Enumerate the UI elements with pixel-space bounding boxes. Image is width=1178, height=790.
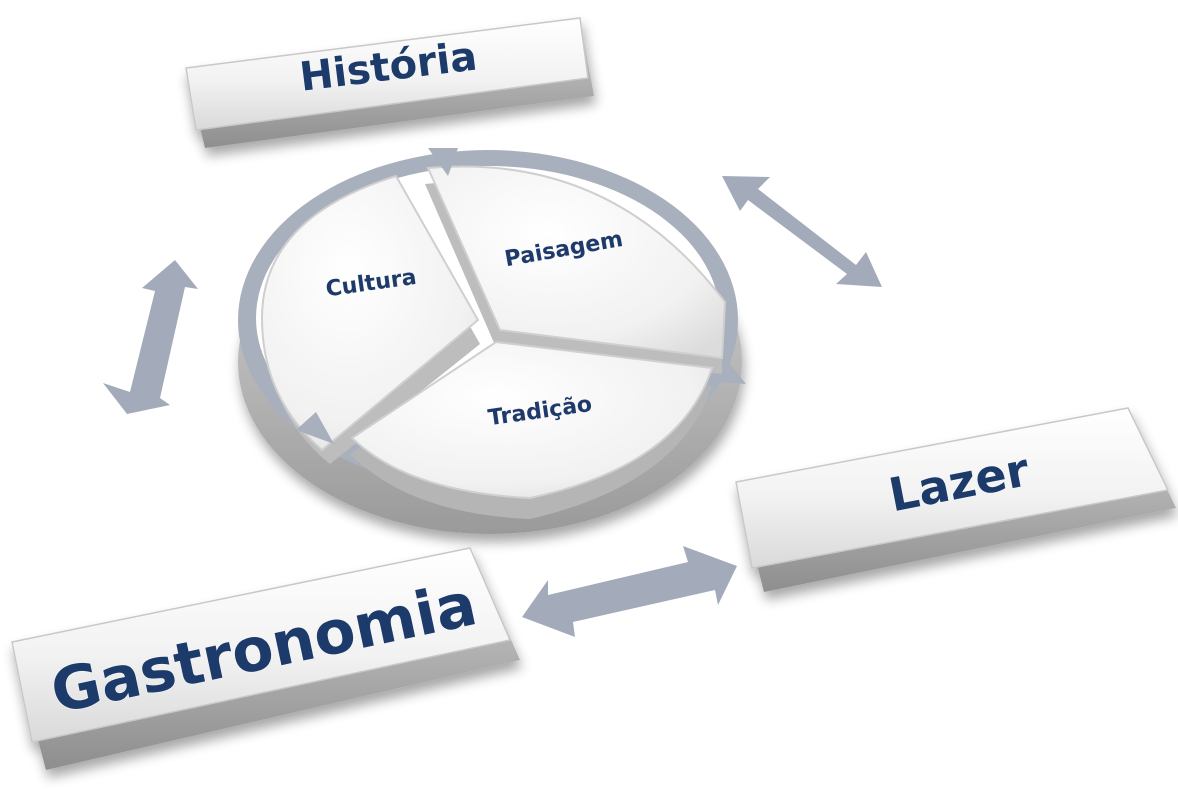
double-arrow-top-right — [722, 176, 882, 287]
slice-paisagem — [426, 165, 727, 360]
key-historia: História — [185, 17, 594, 148]
double-arrow-bottom — [522, 546, 737, 637]
ring-arrow-head-top — [428, 148, 458, 176]
double-arrow-left — [103, 260, 198, 414]
pie-diagram: Cultura Paisagem Tradição — [238, 148, 746, 534]
slice-cultura — [260, 174, 480, 452]
key-gastronomia: Gastronomia — [11, 547, 520, 770]
key-lazer: Lazer — [735, 407, 1176, 592]
ring-arrow-head-right — [718, 362, 746, 384]
ring-arrow-head-left — [296, 412, 334, 444]
slice-tradicao — [350, 340, 714, 500]
